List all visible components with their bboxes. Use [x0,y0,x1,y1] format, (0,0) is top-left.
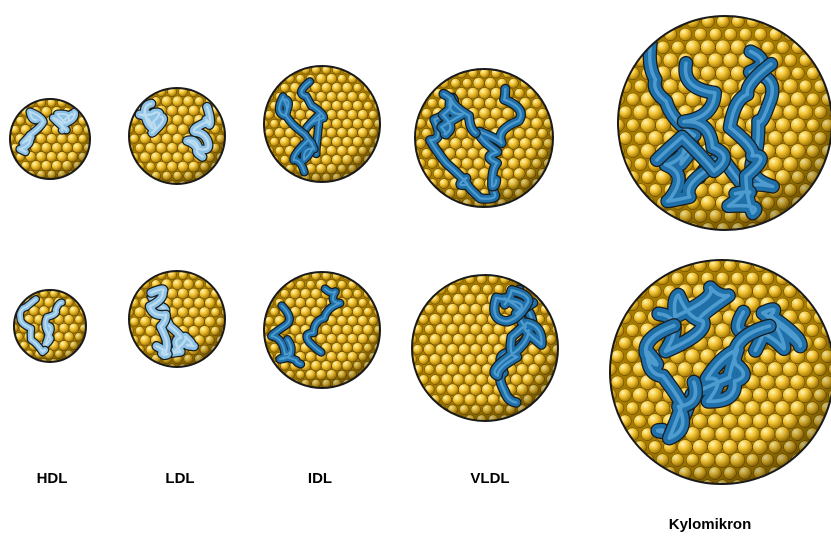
label-idl: IDL [290,470,350,487]
label-kylomikron: Kylomikron [650,516,770,533]
vldl-top-particle [410,68,559,208]
idl-top-particle [260,65,388,191]
hdl-top-particle [6,98,98,188]
ldl-top-particle [124,87,230,190]
hdl-bottom-particle [10,289,94,367]
ldl-bottom-particle [124,270,230,373]
kylomikron-bottom-particle [604,259,831,492]
kylomikron-top-particle [612,15,831,235]
vldl-bottom-particle [407,274,568,424]
label-vldl: VLDL [455,470,525,487]
label-hdl: HDL [22,470,82,487]
label-ldl: LDL [150,470,210,487]
idl-bottom-particle [260,271,388,397]
